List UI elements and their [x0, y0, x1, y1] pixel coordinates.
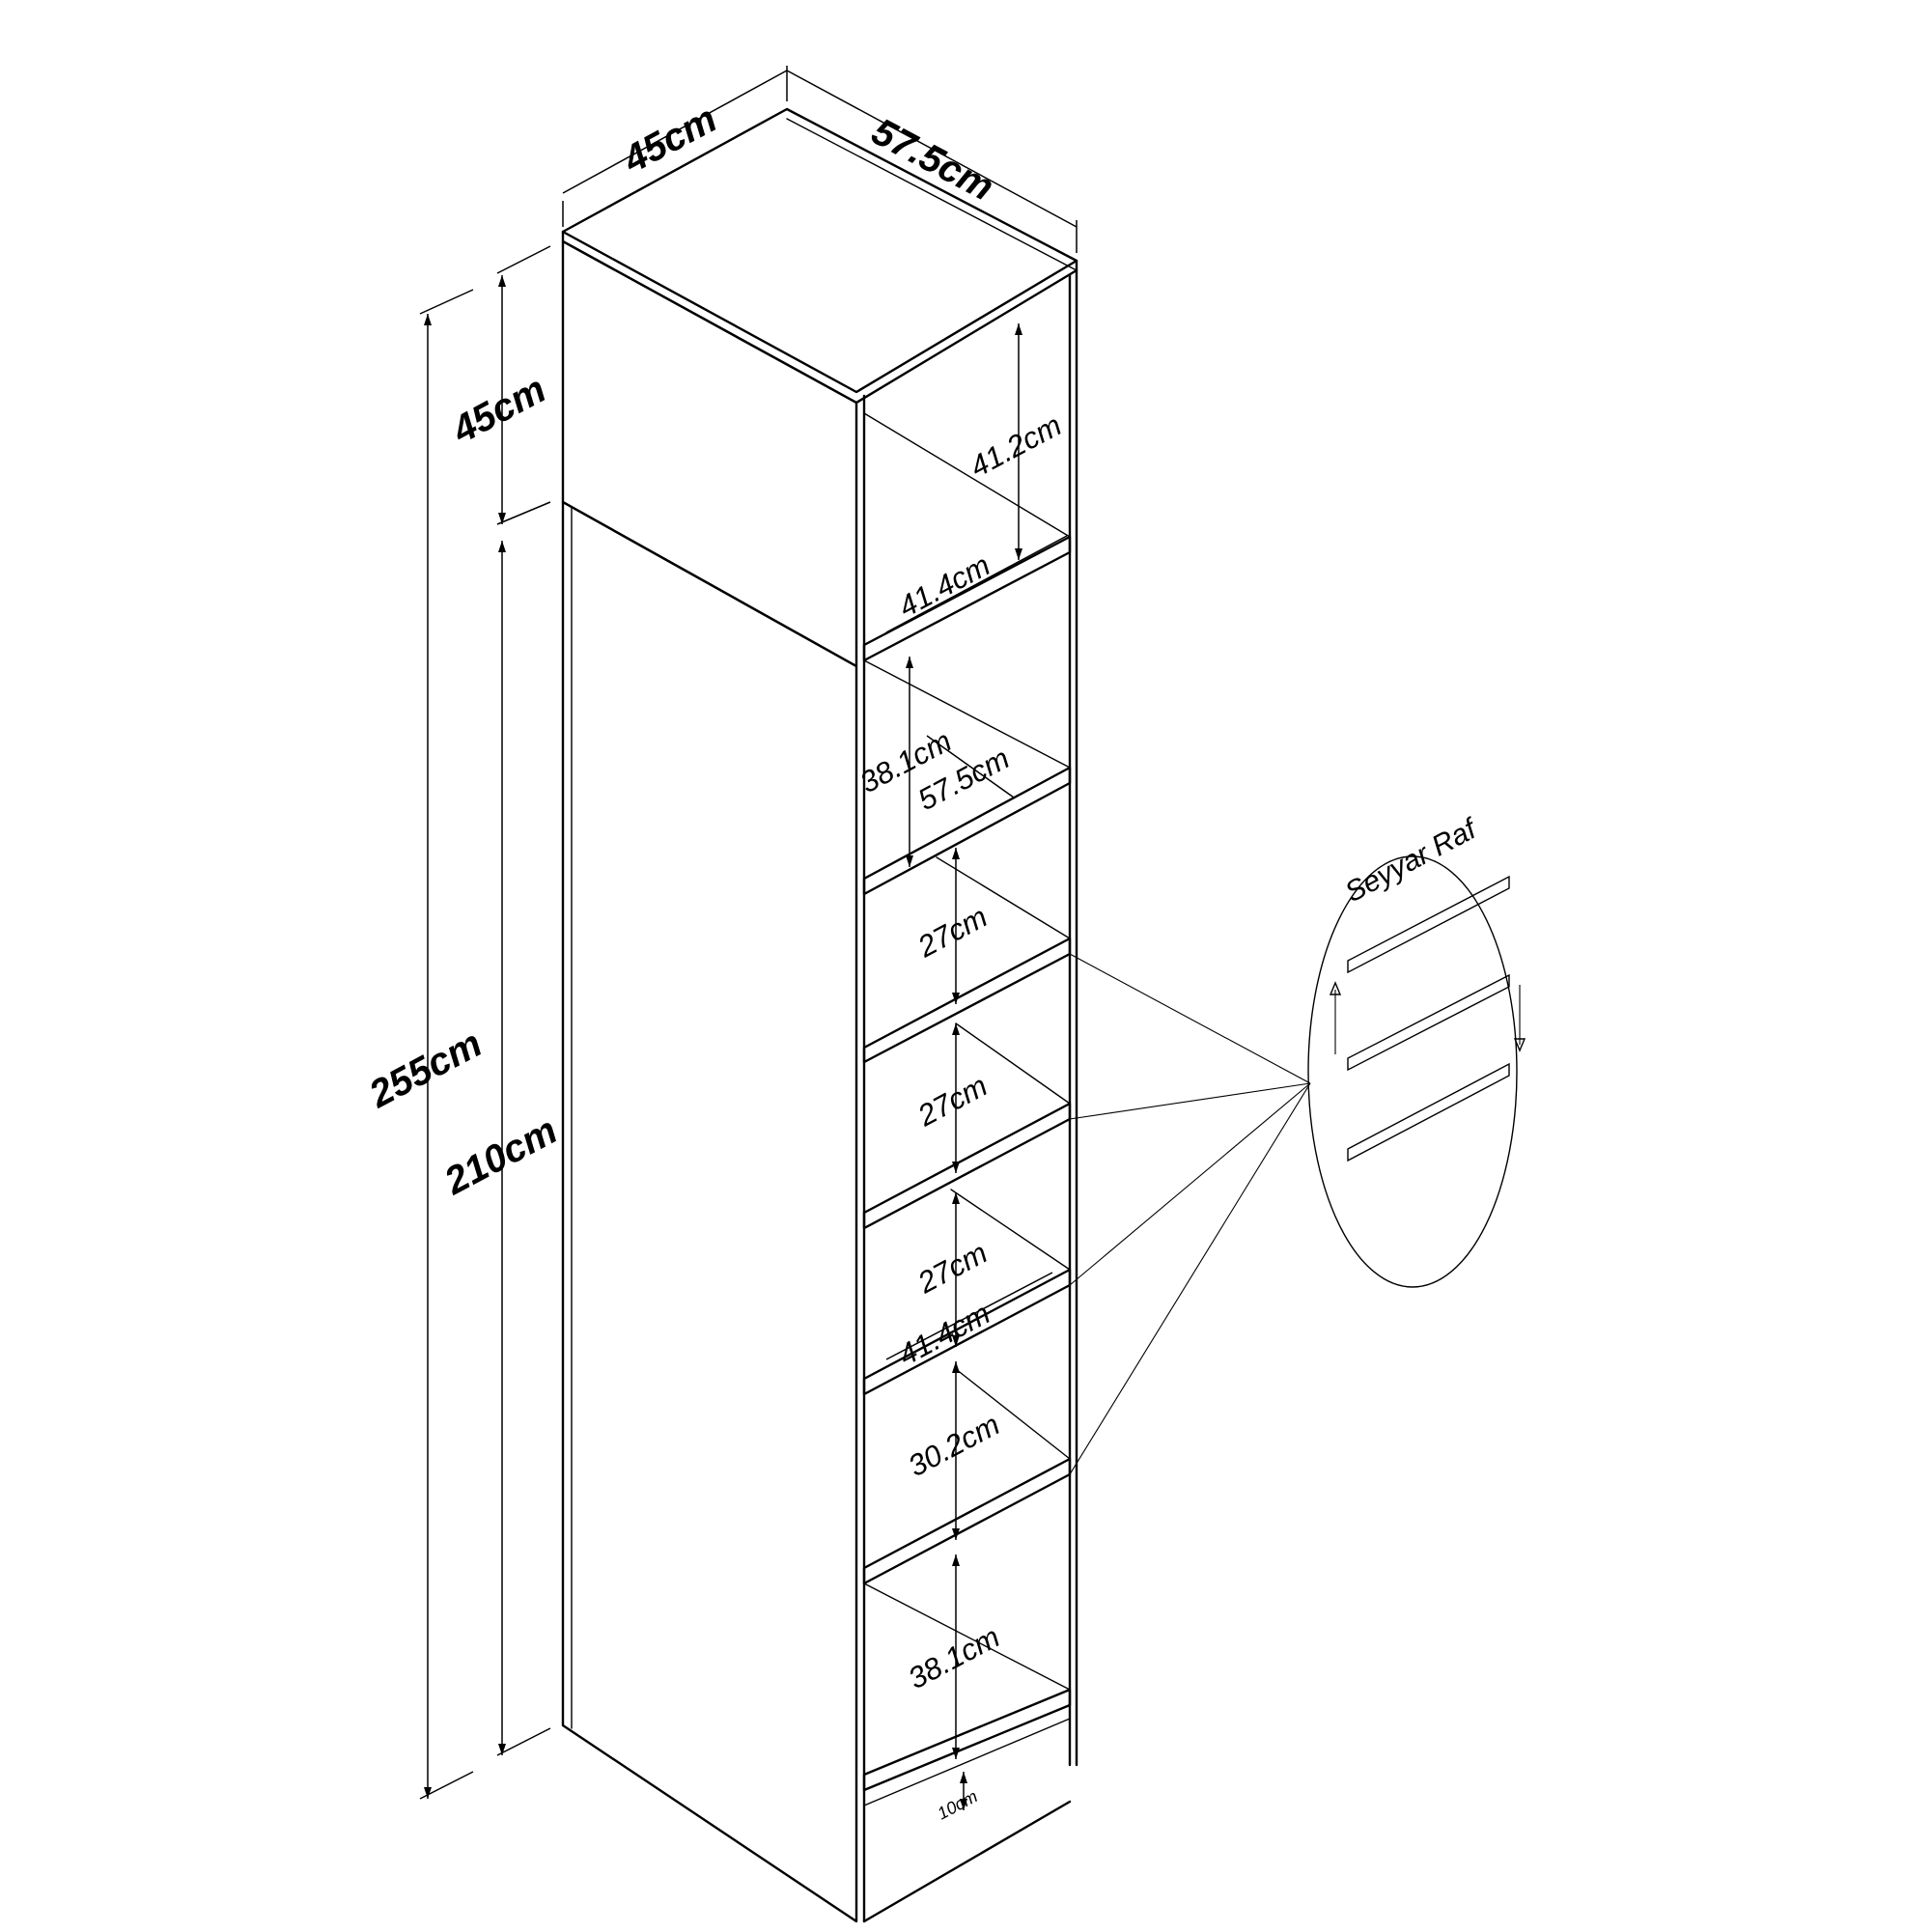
- top-compartment-back-line: [863, 412, 1071, 538]
- shelf-2: [862, 766, 1072, 896]
- plinth-line: [863, 1718, 1071, 1806]
- bottom-edge: [862, 1800, 1072, 1923]
- label-lower-shelf-depth: 41.4cm: [893, 1297, 995, 1373]
- arrowhead-0-1: [424, 1787, 432, 1799]
- arrowhead-6-0: [952, 1023, 960, 1035]
- arrowhead-6-1: [952, 1162, 960, 1173]
- shelf-3: [862, 937, 1072, 1064]
- arrowhead-7-1: [952, 1335, 960, 1347]
- arrowhead-9-1: [952, 1748, 960, 1759]
- arrowhead-4-0: [906, 657, 913, 668]
- compartment-back-lines: [863, 659, 1071, 1691]
- label-compartment-5: 27cm: [911, 1236, 993, 1301]
- label-lower-height: 210cm: [437, 1109, 565, 1204]
- upper-door: [561, 239, 858, 668]
- arrowhead-3-1: [1015, 548, 1022, 560]
- shelf-4: [862, 1102, 1072, 1230]
- callout-leaders: [1069, 953, 1311, 1475]
- top-panel-back-edge: [786, 118, 1078, 271]
- up-arrow-icon: [1329, 981, 1342, 995]
- arrowhead-10-0: [960, 1772, 967, 1783]
- label-compartment-4: 27cm: [911, 1069, 993, 1134]
- arrowhead-8-0: [952, 1361, 960, 1373]
- shelf-bottom: [862, 1688, 1072, 1792]
- dimension-arrowheads: [424, 275, 1022, 1810]
- interior-dimensions: [885, 323, 1068, 1810]
- label-top-shelf-depth: 41.4cm: [893, 548, 995, 625]
- arrowhead-9-0: [952, 1554, 960, 1566]
- arrowhead-1-1: [498, 513, 506, 524]
- arrowhead-5-1: [952, 993, 960, 1004]
- shelf-6: [862, 1457, 1072, 1585]
- arrowhead-10-1: [960, 1799, 967, 1810]
- labels: 45cm 57.5cm 45cm 255cm 210cm 41.2cm 41.4…: [362, 98, 1484, 1823]
- top-panel-thickness: [561, 230, 1078, 405]
- callout-shelf-2: [1347, 973, 1510, 1072]
- arrowhead-2-0: [498, 541, 506, 552]
- label-compartment-3: 27cm: [911, 900, 993, 965]
- label-compartment-7: 38.1cm: [903, 1620, 1005, 1696]
- removable-shelf-callout: [1307, 855, 1526, 1288]
- label-top-depth: 45cm: [616, 98, 724, 182]
- arrowhead-2-1: [498, 1744, 506, 1755]
- arrowhead-5-0: [952, 848, 960, 859]
- label-plinth: 10cm: [934, 1786, 980, 1823]
- callout-shelf-1: [1347, 875, 1510, 974]
- exterior-dimensions: [419, 66, 1078, 1800]
- label-total-height: 255cm: [362, 1022, 490, 1117]
- label-upper-height: 45cm: [445, 368, 553, 452]
- arrowhead-4-1: [906, 855, 913, 867]
- callout-title: Seyyar Raf: [1340, 812, 1484, 909]
- shelves: [862, 535, 1072, 1806]
- callout-shelf-3: [1347, 1062, 1510, 1162]
- label-top-compartment-height: 41.2cm: [965, 408, 1067, 485]
- arrowhead-7-0: [952, 1192, 960, 1204]
- callout-ellipse: [1307, 855, 1518, 1288]
- label-compartment-6: 30.2cm: [903, 1408, 1005, 1484]
- arrowhead-0-0: [424, 314, 432, 325]
- down-arrow-icon: [1513, 1038, 1526, 1052]
- arrowhead-8-1: [952, 1528, 960, 1540]
- shelf-1: [862, 535, 1072, 662]
- arrowhead-3-0: [1015, 323, 1022, 335]
- arrowhead-1-0: [498, 275, 506, 287]
- lower-door: [561, 500, 858, 1923]
